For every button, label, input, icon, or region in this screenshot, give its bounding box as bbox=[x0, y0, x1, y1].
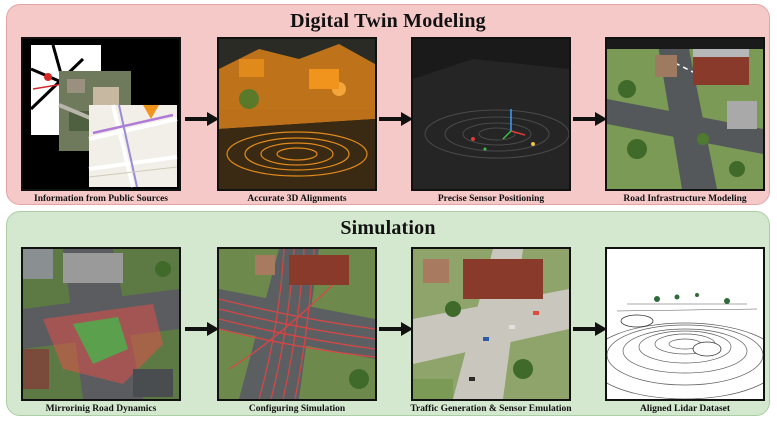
step-caption: Traffic Generation & Sensor Emulation bbox=[410, 404, 572, 414]
step-caption: Mirrorinig Road Dynamics bbox=[45, 404, 157, 414]
step-caption: Accurate 3D Alignments bbox=[247, 194, 347, 204]
simulation-panel: Simulation Mirrorinig Road Dynamics bbox=[6, 211, 770, 416]
arrow-right-icon bbox=[379, 112, 413, 126]
step-caption: Road Infrastructure Modeling bbox=[623, 194, 747, 204]
road-dynamics-image bbox=[21, 247, 181, 401]
arrow-right-icon bbox=[573, 112, 607, 126]
arrow-right-icon bbox=[185, 112, 219, 126]
step-caption: Precise Sensor Positioning bbox=[437, 194, 545, 204]
road-infrastructure-image bbox=[605, 37, 765, 191]
sensor-pointcloud-image bbox=[411, 37, 571, 191]
simulation-config-image bbox=[217, 247, 377, 401]
public-sources-image bbox=[21, 37, 181, 191]
arrow-right-icon bbox=[573, 322, 607, 336]
traffic-generation-image bbox=[411, 247, 571, 401]
alignment-pointcloud-image bbox=[217, 37, 377, 191]
lidar-dataset-image bbox=[605, 247, 765, 401]
step-caption: Information from Public Sources bbox=[34, 194, 168, 204]
step-caption: Configuring Simulation bbox=[248, 404, 346, 414]
panel-title: Simulation bbox=[340, 217, 436, 239]
step-caption: Aligned Lidar Dataset bbox=[639, 404, 731, 414]
digital-twin-modeling-panel: Digital Twin Modeling bbox=[6, 4, 770, 205]
arrow-right-icon bbox=[379, 322, 413, 336]
arrow-right-icon bbox=[185, 322, 219, 336]
panel-title: Digital Twin Modeling bbox=[290, 10, 486, 32]
